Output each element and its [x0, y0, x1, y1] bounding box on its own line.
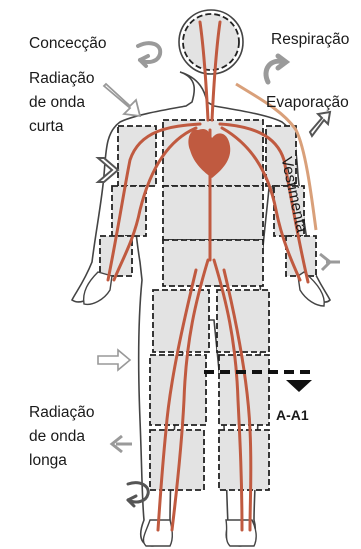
clothing-heat-arrow-icon: [320, 254, 340, 270]
shortwave-label-line1: Radiação: [29, 68, 95, 90]
longwave-label-line2: de onda: [29, 426, 85, 448]
shortwave-label-line3: curta: [29, 116, 63, 138]
convection-label: Concecção: [29, 33, 107, 55]
longwave-radiation-arrow-icon: [98, 350, 130, 370]
longwave-label-line3: longa: [29, 450, 67, 472]
shortwave-radiation-arrow-icon: [104, 84, 140, 116]
respiration-arrow-icon: [266, 56, 286, 82]
section-label: A-A1: [276, 404, 309, 426]
respiration-label: Respiração: [271, 29, 349, 51]
evaporation-label: Evaporação: [266, 92, 349, 114]
convection-swirl-icon: [138, 43, 160, 66]
longwave-label-line1: Radiação: [29, 402, 95, 424]
shortwave-label-line2: de onda: [29, 92, 85, 114]
evaporation-arrow-icon: [310, 112, 330, 136]
section-marker-triangle: [286, 380, 312, 392]
squiggle-arrow-icon: [112, 436, 132, 452]
